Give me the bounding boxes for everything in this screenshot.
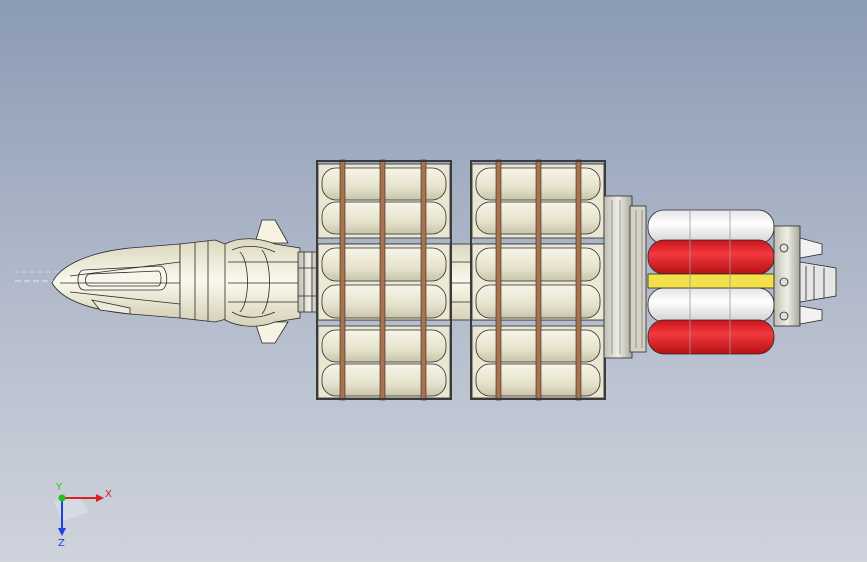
y-axis-dot-icon — [58, 494, 66, 502]
rear-engines[interactable] — [773, 225, 837, 327]
propellant-tanks[interactable] — [647, 209, 775, 355]
engine-collar[interactable] — [603, 195, 647, 359]
triad-plane — [54, 496, 88, 522]
z-axis-label: Z — [58, 538, 65, 548]
z-axis-arrow-icon — [58, 528, 66, 536]
y-axis-label: Y — [55, 482, 63, 493]
coordinate-triad[interactable]: X Y Z — [40, 478, 120, 548]
nose-section[interactable] — [51, 219, 321, 344]
x-axis-label: X — [105, 489, 112, 500]
x-axis-arrow-icon — [96, 494, 104, 502]
